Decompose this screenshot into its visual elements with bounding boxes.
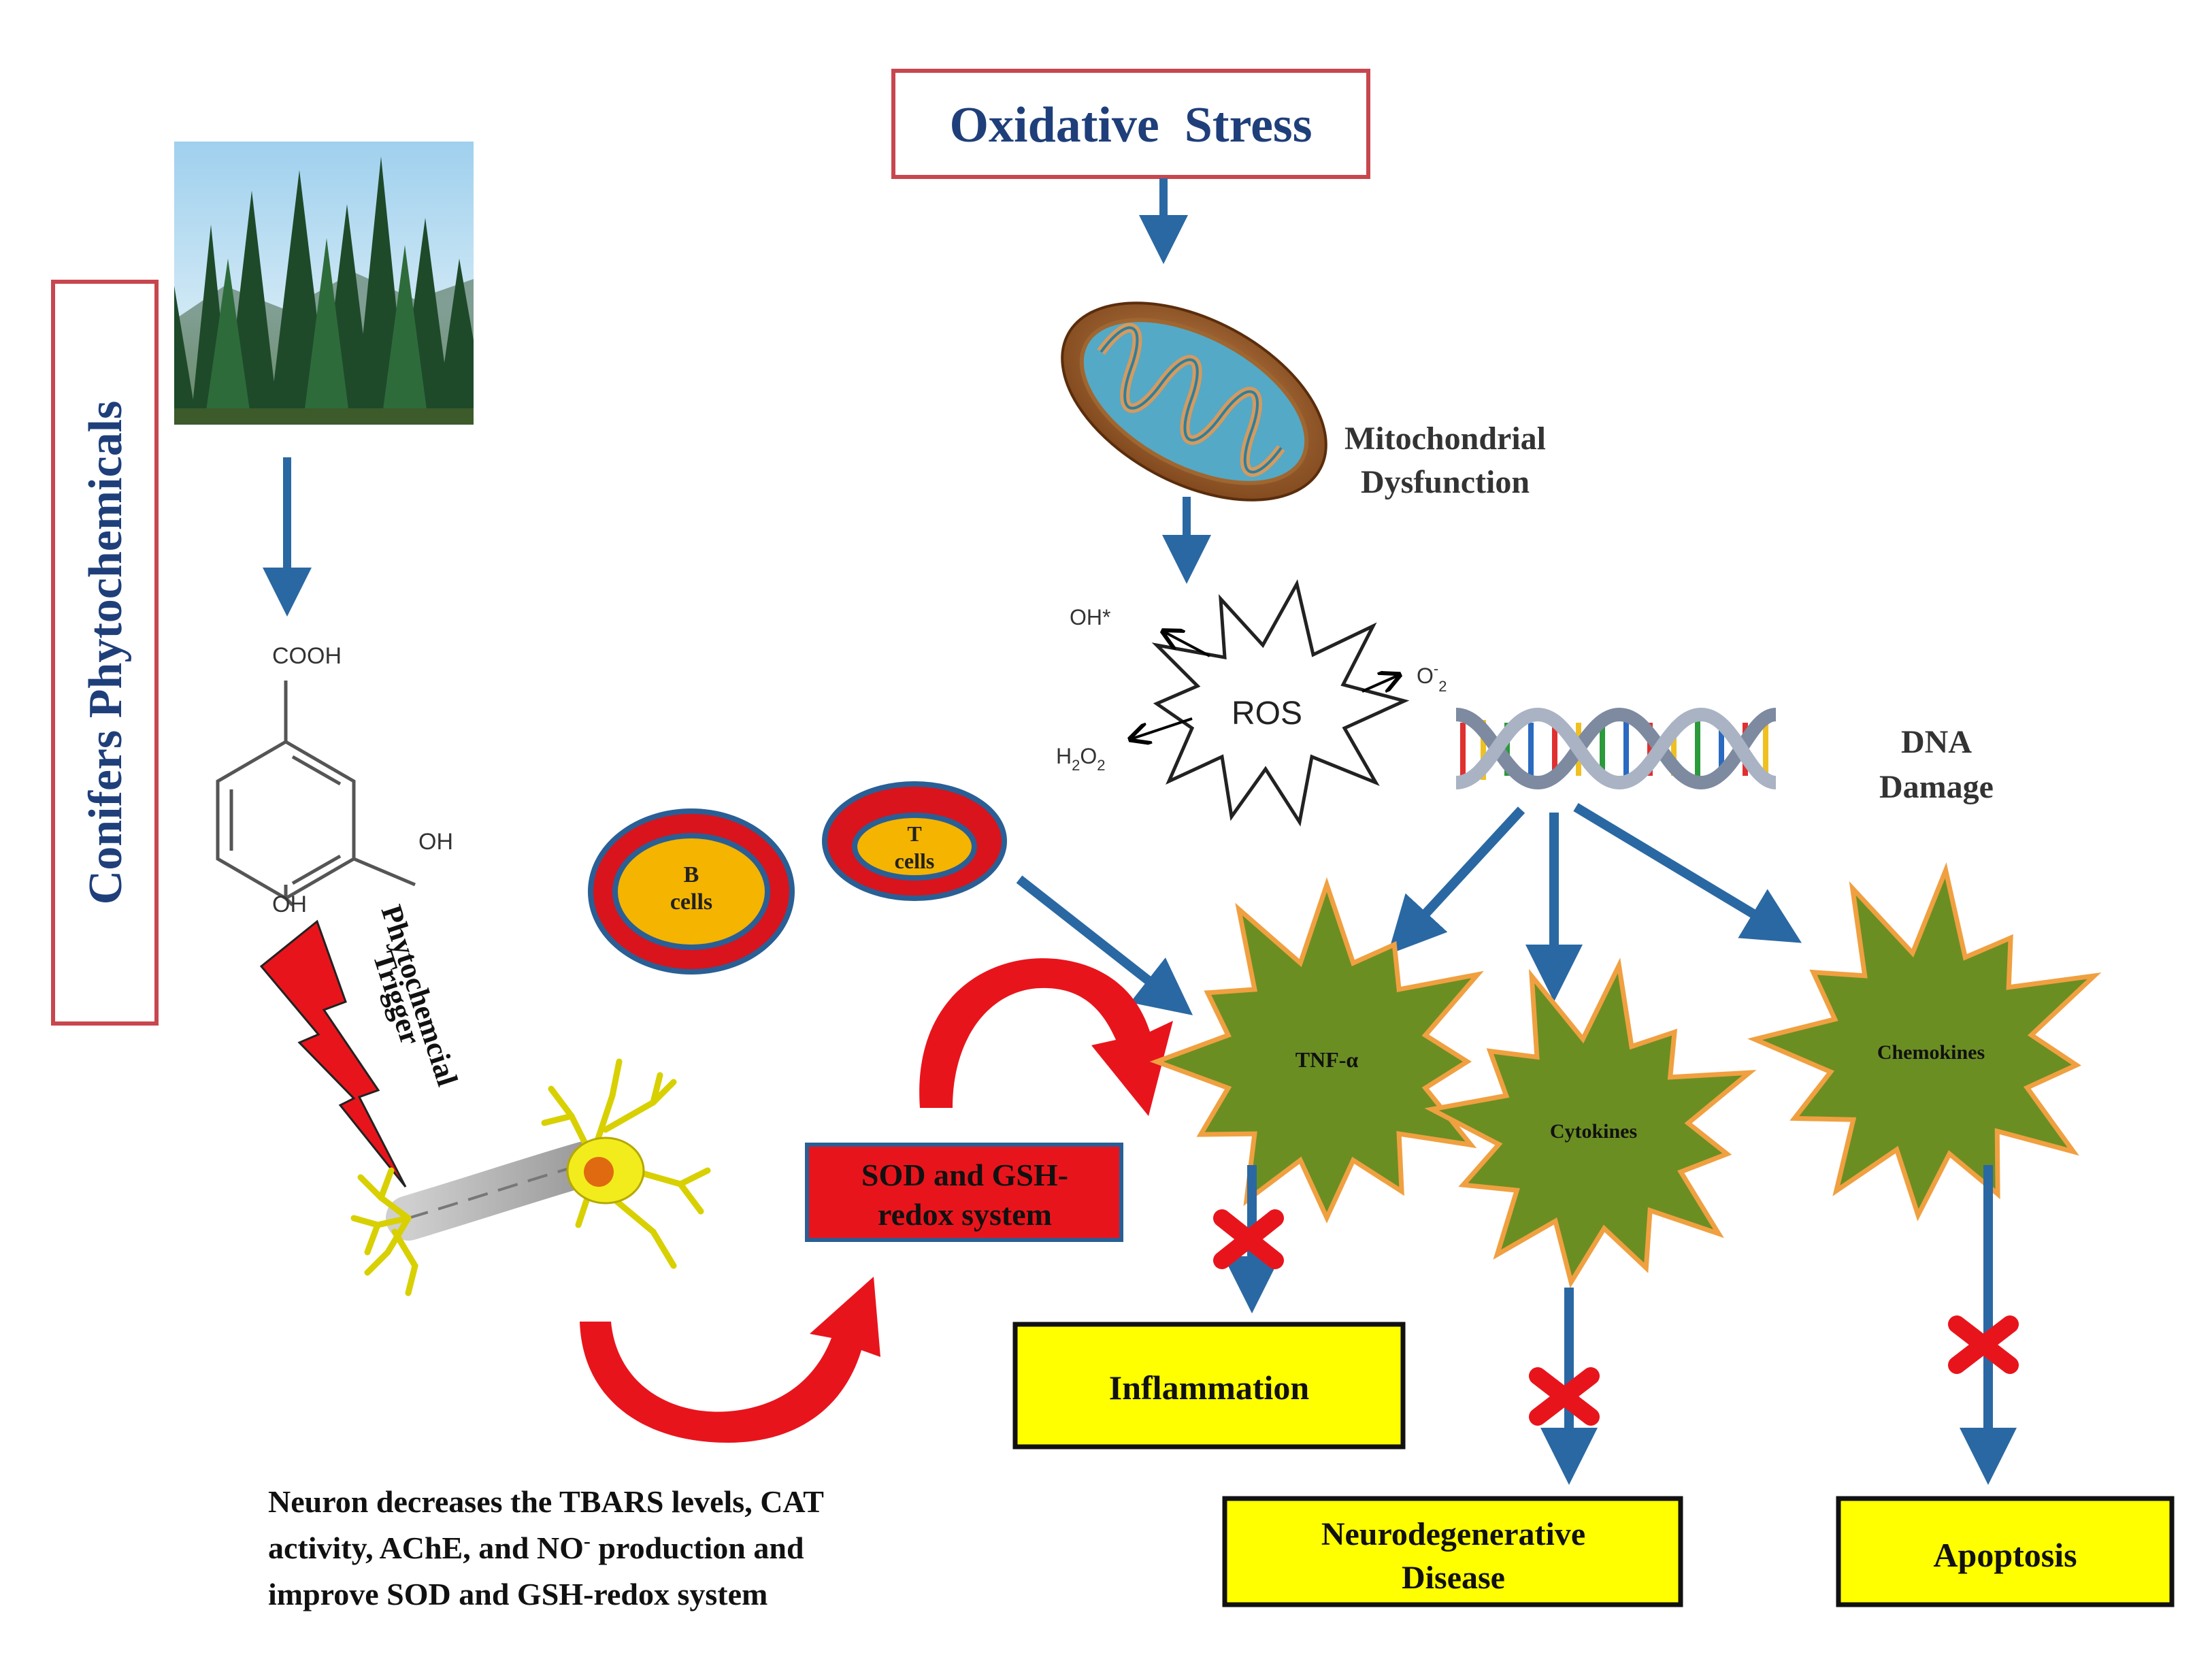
arrow-dna-to-tnf <box>1387 806 1525 955</box>
h2o2-o: O <box>1080 744 1097 768</box>
t-cells: T cells <box>822 781 1007 901</box>
hydrogen-peroxide-label: H2O2 <box>1056 744 1106 774</box>
oxidative-stress-label: Oxidative Stress <box>949 97 1312 153</box>
lightning-bolt-icon <box>259 919 407 1188</box>
caption-line-2b: production and <box>591 1531 804 1565</box>
conifers-title: Conifers Phytochemicals <box>51 280 159 1026</box>
mitochondrion-icon <box>1061 301 1327 502</box>
molecule-oh-bottom-label: OH <box>272 891 307 917</box>
apoptosis-box: Apoptosis <box>1836 1496 2175 1607</box>
b-cells-label-2: cells <box>670 889 712 915</box>
red-curved-arrow-bottom <box>580 1277 880 1443</box>
arrow-tcells-to-tnf <box>1016 875 1193 1015</box>
sod-gsh-box: SOD and GSH- redox system <box>805 1143 1123 1242</box>
b-cells: B cells <box>588 808 795 975</box>
block-x-icon <box>1529 1367 1600 1426</box>
t-cells-label-2: cells <box>895 849 935 873</box>
chemokines-star-shape <box>1747 862 2102 1222</box>
apoptosis-label: Apoptosis <box>1933 1536 2077 1574</box>
b-cells-label-1: B <box>684 862 699 887</box>
hydroxyl-radical-label: OH* <box>1070 605 1110 629</box>
dna-helix-icon <box>1455 707 1777 790</box>
neurodegenerative-label-1: Neurodegenerative <box>1321 1516 1585 1552</box>
caption-line-2: activity, AChE, and NO- production and <box>268 1530 804 1566</box>
neuron-icon <box>350 1058 711 1296</box>
h2o2-sub-1: 2 <box>1072 757 1080 774</box>
phytochemical-molecule <box>216 681 416 906</box>
superoxide-sup: - <box>1434 660 1438 677</box>
cytokines-label: Cytokines <box>1550 1120 1637 1143</box>
conifer-forest-image <box>174 142 474 425</box>
dna-damage-label-1: DNA <box>1901 724 1972 760</box>
arrow-ros-oh <box>1163 632 1210 657</box>
superoxide-o: O <box>1417 664 1434 688</box>
arrow-dna-to-chemokines <box>1573 803 1802 943</box>
tnf-alpha-label: TNF-α <box>1295 1047 1359 1072</box>
block-x-icon <box>1213 1209 1284 1269</box>
dna-damage-label-2: Damage <box>1879 769 1994 805</box>
inflammation-label: Inflammation <box>1109 1369 1310 1407</box>
caption-line-1: Neuron decreases the TBARS levels, CAT <box>268 1484 824 1519</box>
neurodegenerative-box: Neurodegenerative Disease <box>1222 1496 1683 1607</box>
cytokines-star: Cytokines <box>1424 958 1757 1288</box>
arrow-ros-h2o2 <box>1131 717 1193 739</box>
caption-line-2-sup: - <box>584 1530 591 1552</box>
cytokines-star-shape <box>1424 958 1757 1288</box>
caption-line-2a: activity, AChE, and NO <box>268 1531 584 1565</box>
red-curved-arrow-top <box>905 958 1173 1116</box>
tnf-star-shape <box>1149 877 1484 1224</box>
sod-gsh-label-1: SOD and GSH- <box>861 1158 1068 1192</box>
molecule-oh-right-label: OH <box>418 829 453 855</box>
tnf-alpha-star: TNF-α <box>1149 877 1484 1224</box>
neuron-caption: Neuron decreases the TBARS levels, CAT a… <box>268 1484 824 1611</box>
oxidative-stress-title: Oxidative Stress <box>891 69 1370 179</box>
h2o2-h: H <box>1056 744 1072 768</box>
t-cells-label-1: T <box>907 821 921 846</box>
chemokines-star: Chemokines <box>1747 862 2102 1222</box>
ros-label: ROS <box>1232 695 1302 732</box>
arrow-ros-o2 <box>1361 675 1399 691</box>
mitochondrial-label-1: Mitochondrial <box>1344 421 1546 457</box>
caption-line-3: improve SOD and GSH-redox system <box>268 1577 767 1611</box>
neurodegenerative-label-2: Disease <box>1402 1560 1505 1596</box>
mitochondrial-label-2: Dysfunction <box>1361 464 1530 500</box>
block-x-icon <box>1948 1315 2019 1374</box>
sod-gsh-label-2: redox system <box>878 1197 1052 1232</box>
superoxide-sub: 2 <box>1438 678 1447 695</box>
molecule-cooh-label: COOH <box>272 643 342 669</box>
chemokines-label: Chemokines <box>1877 1041 1985 1064</box>
h2o2-sub-2: 2 <box>1097 757 1105 774</box>
superoxide-label: O-2 <box>1417 660 1447 695</box>
inflammation-box: Inflammation <box>1012 1322 1406 1450</box>
conifers-label: Conifers Phytochemicals <box>80 401 132 905</box>
